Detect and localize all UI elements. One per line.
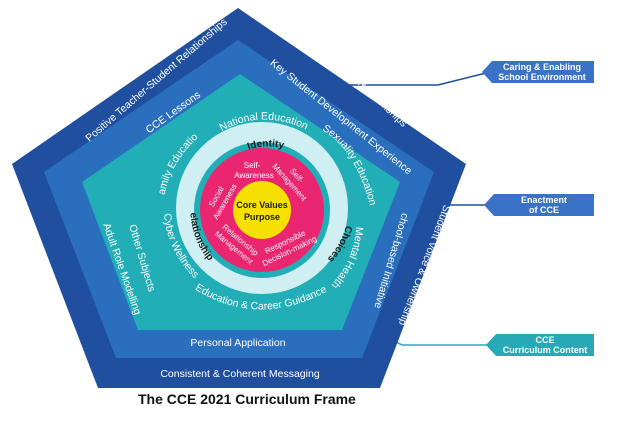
competency-text: Self- — [244, 161, 261, 170]
core-values-circle — [233, 181, 291, 239]
connector-environment — [346, 71, 491, 86]
callout-text: of CCE — [529, 205, 559, 215]
callout-text: School Environment — [498, 72, 586, 82]
callout-text: Enactment — [521, 195, 567, 205]
callout-content: CCE Curriculum Content — [486, 334, 594, 356]
callout-text: Curriculum Content — [503, 345, 588, 355]
second-label-personal-application: Personal Application — [190, 337, 285, 349]
callout-environment: Caring & Enabling School Environment — [482, 61, 594, 83]
core-purpose-text: Purpose — [244, 212, 280, 222]
callout-enactment-shape — [484, 194, 594, 216]
callout-environment-shape — [482, 61, 594, 83]
callout-content-shape — [486, 334, 594, 356]
diagram-caption: The CCE 2021 Curriculum Frame — [138, 391, 356, 407]
competency-text: Awareness — [234, 171, 273, 180]
core-values-text: Core Values — [236, 200, 288, 210]
outer-label-messaging: Consistent & Coherent Messaging — [160, 368, 319, 380]
competency-self-awareness: Self- Awareness — [234, 161, 273, 180]
callout-text: CCE — [535, 335, 554, 345]
callout-text: Caring & Enabling — [503, 62, 581, 72]
callout-enactment: Enactment of CCE — [484, 194, 594, 216]
